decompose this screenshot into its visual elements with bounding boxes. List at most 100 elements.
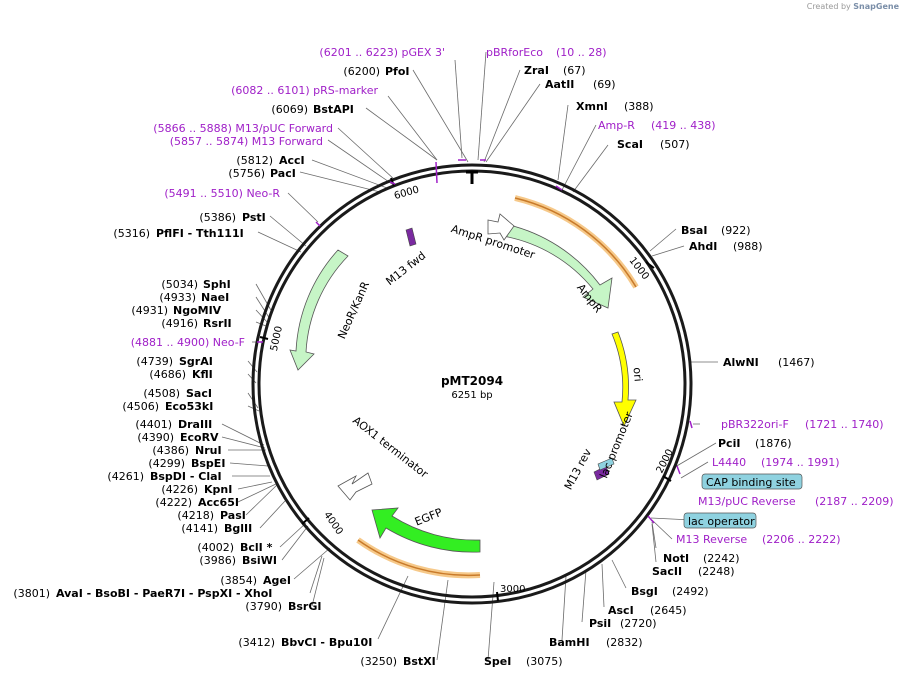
label-sgrai: SgrAI	[179, 355, 213, 368]
label-spei-pos: (3075)	[526, 655, 563, 668]
label-bsai-pos: (922)	[721, 224, 751, 237]
label-xmni-pos: (388)	[624, 100, 654, 113]
label-psti: PstI	[242, 211, 266, 224]
label-amp-r: Amp-R	[598, 119, 635, 132]
scale-tick-3000: 3000	[500, 584, 525, 595]
label-l4440: L4440	[712, 456, 746, 469]
lac-operator-mark	[597, 457, 615, 471]
label-avai-pos: (3801)	[13, 587, 50, 600]
label-asci: AscI	[608, 604, 634, 617]
label-bglii-pos: (4141)	[181, 522, 218, 535]
label-acci-pos: (5812)	[236, 154, 273, 167]
label-connectors	[221, 51, 718, 661]
label-alwni: AlwNI	[723, 356, 759, 369]
label-acc65i-pos: (4222)	[155, 496, 192, 509]
label-draiii-pos: (4401)	[135, 418, 172, 431]
label-bstapi: BstAPI	[313, 103, 354, 116]
label-avai-group: AvaI - BsoBI - PaeR7I - PspXI - XhoI	[56, 587, 272, 600]
label-pfoi: PfoI	[385, 65, 410, 78]
neor-arrow	[289, 249, 349, 371]
snapgene-credit: Created by SnapGene	[807, 2, 899, 11]
label-prs-marker: (6082 .. 6101) pRS-marker	[231, 84, 378, 97]
label-psti-pos: (5386)	[199, 211, 236, 224]
site-labels: (6201 .. 6223) pGEX 3' pBRforEco (10 .. …	[13, 46, 893, 668]
label-bstxi: BstXI	[403, 655, 436, 668]
label-sacii-pos: (2248)	[698, 565, 735, 578]
label-bstxi-pos: (3250)	[360, 655, 397, 668]
label-pgex-3: (6201 .. 6223) pGEX 3'	[319, 46, 445, 59]
label-pasi: PasI	[220, 509, 246, 522]
label-bsiwi-pos: (3986)	[199, 554, 236, 567]
label-bsgi-pos: (2492)	[672, 585, 709, 598]
label-kfli-pos: (4686)	[149, 368, 186, 381]
label-ngomiv: NgoMIV	[173, 304, 222, 317]
aox1-arrow	[337, 472, 373, 501]
credit-prefix: Created by	[806, 2, 851, 11]
label-bsrgi: BsrGI	[288, 600, 321, 613]
feature-label-lac-promoter: lac promoter	[597, 410, 636, 481]
label-pbrforeco-pos: (10 .. 28)	[556, 46, 607, 59]
cap-binding-site-label: CAP binding site	[706, 476, 796, 489]
label-xmni: XmnI	[576, 100, 608, 113]
origin-marker	[466, 170, 478, 184]
label-pflfi-pos: (5316)	[113, 227, 150, 240]
label-pbr322ori-f-pos: (1721 .. 1740)	[805, 418, 884, 431]
label-asci-pos: (2645)	[650, 604, 687, 617]
backbone-outer	[251, 163, 693, 605]
label-bsai: BsaI	[681, 224, 707, 237]
egfp-arrow	[371, 507, 481, 553]
label-spei: SpeI	[484, 655, 511, 668]
label-naei: NaeI	[201, 291, 229, 304]
label-aatii: AatII	[545, 78, 574, 91]
label-m13-puc-forward: (5866 .. 5888) M13/pUC Forward	[153, 122, 333, 135]
label-bspei: BspEI	[191, 457, 225, 470]
label-aatii-pos: (69)	[593, 78, 616, 91]
label-eco53ki: Eco53kI	[165, 400, 213, 413]
label-paci-pos: (5756)	[228, 167, 265, 180]
label-naei-pos: (4933)	[159, 291, 196, 304]
label-neo-r: (5491 .. 5510) Neo-R	[164, 187, 280, 200]
label-alwni-pos: (1467)	[778, 356, 815, 369]
label-noti-pos: (2242)	[703, 552, 740, 565]
label-ecorv: EcoRV	[180, 431, 219, 444]
label-m13-reverse-pos: (2206 .. 2222)	[762, 533, 841, 546]
label-psii: PsiI	[589, 617, 611, 630]
label-bbvci-bpu10i: BbvCI - Bpu10I	[281, 636, 372, 649]
ori-arrow	[611, 331, 637, 427]
label-sphi: SphI	[203, 278, 231, 291]
label-ngomiv-pos: (4931)	[131, 304, 168, 317]
label-neo-f: (4881 .. 4900) Neo-F	[131, 336, 245, 349]
feature-label-ori: ori	[630, 367, 644, 382]
label-bspdi-pos: (4261)	[107, 470, 144, 483]
label-zrai: ZraI	[524, 64, 549, 77]
label-saci-pos: (4508)	[143, 387, 180, 400]
label-bsiwi: BsiWI	[242, 554, 277, 567]
label-bamhi-pos: (2832)	[606, 636, 643, 649]
primer-marks	[257, 159, 693, 524]
label-bglii: BglII	[224, 522, 252, 535]
scale-tick-6000: 6000	[393, 184, 420, 202]
label-nrui: NruI	[195, 444, 222, 457]
label-bamhi: BamHI	[549, 636, 590, 649]
label-pflfi-tth111i: PflFI - Tth111I	[156, 227, 244, 240]
label-agei: AgeI	[263, 574, 291, 587]
cap-binding-site: CAP binding site	[701, 473, 803, 490]
label-scai: ScaI	[617, 138, 643, 151]
feature-label-egfp: EGFP	[413, 506, 445, 529]
lac-operator-label: lac operator	[688, 515, 755, 528]
label-ecorv-pos: (4390)	[137, 431, 174, 444]
label-m13-puc-reverse: M13/pUC Reverse	[698, 495, 796, 508]
label-kpni-pos: (4226)	[161, 483, 198, 496]
label-bcli: BclI *	[240, 541, 273, 554]
label-m13-forward: (5857 .. 5874) M13 Forward	[170, 135, 323, 148]
ampr-arrow	[502, 223, 613, 309]
scale-tick-marks	[259, 177, 672, 602]
feature-label-m13-fwd: M13 fwd	[383, 249, 428, 288]
plasmid-size: 6251 bp	[451, 390, 492, 401]
label-scai-pos: (507)	[660, 138, 690, 151]
label-acc65i: Acc65I	[198, 496, 239, 509]
label-zrai-pos: (67)	[563, 64, 586, 77]
scale-tick-4000: 4000	[321, 510, 345, 537]
label-m13-reverse: M13 Reverse	[676, 533, 747, 546]
